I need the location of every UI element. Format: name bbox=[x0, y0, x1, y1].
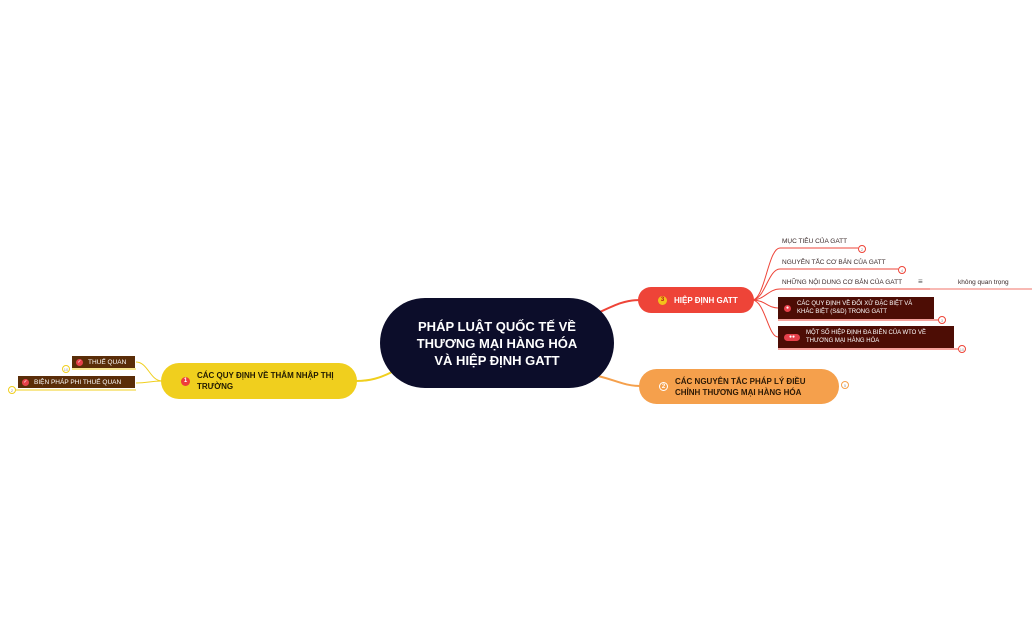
topic-thue-quan-label: THUẾ QUAN bbox=[88, 358, 127, 366]
priority-icon: ● bbox=[784, 304, 791, 312]
branch-number-badge: 1 bbox=[181, 376, 190, 386]
collapse-count-icon[interactable]: 5 bbox=[841, 381, 849, 389]
topic-note-khong-quan-trong[interactable]: không quan trọng bbox=[958, 279, 1009, 286]
topic-muc-tieu[interactable]: MỤC TIÊU CỦA GATT bbox=[782, 238, 848, 245]
priority-icon: ✓ bbox=[22, 378, 29, 386]
branch-hiep-dinh-gatt[interactable]: 3 HIỆP ĐỊNH GATT bbox=[638, 287, 754, 313]
branch-label: CÁC QUY ĐỊNH VỀ THÂM NHẬP THỊ TRƯỜNG bbox=[197, 371, 334, 391]
collapse-count-icon[interactable]: 3 bbox=[938, 316, 946, 324]
branch-tham-nhap-thi-truong[interactable]: 1 CÁC QUY ĐỊNH VỀ THÂM NHẬP THỊ TRƯỜNG bbox=[161, 363, 357, 399]
branch-label: CÁC NGUYÊN TẮC PHÁP LÝ ĐIỀU CHỈNH THƯƠNG… bbox=[675, 376, 806, 397]
notes-icon[interactable]: ≡ bbox=[918, 277, 923, 286]
topic-sd-label: CÁC QUY ĐỊNH VỀ ĐỐI XỬ ĐẶC BIỆT VÀ KHÁC … bbox=[797, 301, 913, 315]
topic-hiep-dinh-wto-label: MỘT SỐ HIỆP ĐỊNH ĐA BIÊN CỦA WTO VỀ THƯƠ… bbox=[806, 330, 927, 344]
collapse-count-icon[interactable]: 10 bbox=[62, 365, 70, 373]
topic-sd-box[interactable]: ● CÁC QUY ĐỊNH VỀ ĐỐI XỬ ĐẶC BIỆT VÀ KHÁ… bbox=[778, 297, 934, 319]
tag-icon: ●● bbox=[784, 333, 800, 341]
topic-hiep-dinh-wto-box[interactable]: ●● MỘT SỐ HIỆP ĐỊNH ĐA BIÊN CỦA WTO VỀ T… bbox=[778, 326, 954, 348]
priority-icon: ✓ bbox=[76, 358, 83, 366]
collapse-count-icon[interactable]: 2 bbox=[858, 245, 866, 253]
central-topic[interactable]: PHÁP LUẬT QUỐC TẾ VỀ THƯƠNG MẠI HÀNG HÓA… bbox=[380, 298, 614, 388]
topic-noi-dung-co-ban[interactable]: NHỮNG NỘI DUNG CƠ BẢN CỦA GATT bbox=[782, 279, 903, 286]
topic-phi-thue-quan[interactable]: ✓ BIỆN PHÁP PHI THUẾ QUAN bbox=[18, 376, 135, 388]
topic-phi-thue-quan-label: BIỆN PHÁP PHI THUẾ QUAN bbox=[34, 378, 122, 386]
collapse-count-icon[interactable]: 4 bbox=[898, 266, 906, 274]
topic-nguyen-tac-co-ban[interactable]: NGUYÊN TẮC CƠ BẢN CỦA GATT bbox=[782, 259, 886, 266]
topic-thue-quan[interactable]: ✓ THUẾ QUAN bbox=[72, 356, 135, 368]
branch-number-badge: 3 bbox=[658, 295, 667, 305]
branch-number-badge: 2 bbox=[659, 382, 668, 391]
branch-nguyen-tac-phap-ly[interactable]: 2 CÁC NGUYÊN TẮC PHÁP LÝ ĐIỀU CHỈNH THƯƠ… bbox=[639, 369, 839, 404]
collapse-count-icon[interactable]: 10 bbox=[958, 345, 966, 353]
central-topic-label: PHÁP LUẬT QUỐC TẾ VỀ THƯƠNG MẠI HÀNG HÓA… bbox=[416, 318, 578, 368]
branch-label: HIỆP ĐỊNH GATT bbox=[674, 295, 738, 305]
collapse-count-icon[interactable]: 2 bbox=[8, 386, 16, 394]
